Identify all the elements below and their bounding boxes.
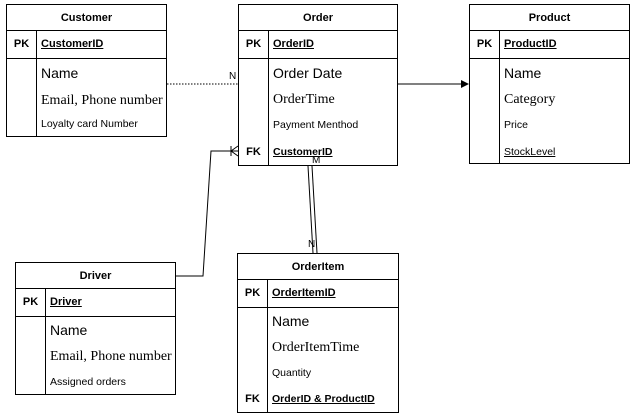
order-orderitem-cardinality-m: M: [312, 155, 321, 166]
orderitem-key-divider: [267, 280, 268, 412]
driver-attr-assigned: Assigned orders: [50, 376, 126, 388]
orderitem-attr-time: OrderItemTime: [272, 340, 360, 355]
driver-attr-name: Name: [50, 322, 88, 338]
orderitem-entity[interactable]: OrderItem PK OrderItemID Name OrderItemT…: [237, 253, 399, 413]
customer-attr-loyalty: Loyalty card Number: [41, 118, 138, 130]
product-entity[interactable]: Product PK ProductID Name Category Price…: [469, 4, 630, 164]
product-pk-label: PK: [476, 38, 493, 50]
customer-key-divider: [36, 31, 37, 136]
customer-attr-name: Name: [41, 65, 79, 81]
customer-entity[interactable]: Customer PK CustomerID Name Email, Phone…: [6, 4, 167, 137]
driver-title: Driver: [16, 263, 175, 289]
orderitem-pk-field: OrderItemID: [272, 287, 336, 299]
product-attr-name: Name: [504, 65, 542, 81]
order-fk-field: CustomerID: [273, 146, 333, 158]
driver-order-relation-line: [176, 150, 238, 277]
customer-pk-field: CustomerID: [41, 38, 104, 50]
customer-title: Customer: [7, 5, 166, 31]
product-title: Product: [470, 5, 629, 31]
order-pk-row: PK OrderID: [239, 31, 397, 59]
driver-pk-label: PK: [22, 296, 39, 308]
order-orderitem-relation-line-a: [307, 165, 314, 254]
order-title: Order: [239, 5, 397, 31]
customer-pk-row: PK CustomerID: [7, 31, 166, 59]
customer-attr-contact: Email, Phone number: [41, 93, 163, 108]
order-attr-time: OrderTime: [273, 92, 335, 107]
order-pk-label: PK: [245, 38, 262, 50]
customer-pk-label: PK: [13, 38, 30, 50]
order-orderitem-relation-line-b: [311, 165, 318, 254]
driver-pk-row: PK Driver: [16, 289, 175, 317]
customer-order-cardinality-n: N: [229, 71, 237, 82]
order-attr-payment: Payment Menthod: [273, 119, 359, 131]
order-product-arrowhead: [461, 80, 469, 88]
product-attr-category: Category: [504, 92, 556, 107]
orderitem-pk-row: PK OrderItemID: [238, 280, 398, 308]
driver-order-crowfoot-top: [230, 145, 239, 152]
product-key-divider: [499, 31, 500, 163]
driver-order-crowfoot-bottom: [230, 150, 239, 157]
orderitem-attr-name: Name: [272, 313, 310, 329]
orderitem-fk-field: OrderID & ProductID: [272, 393, 375, 405]
orderitem-fk-label: FK: [245, 393, 260, 405]
product-pk-row: PK ProductID: [470, 31, 629, 59]
driver-attr-contact: Email, Phone number: [50, 349, 172, 364]
order-orderitem-cardinality-n: N: [308, 239, 316, 250]
order-entity[interactable]: Order PK OrderID Order Date OrderTime Pa…: [238, 4, 398, 166]
product-attr-stocklevel: StockLevel: [504, 146, 556, 158]
driver-pk-field: Driver: [50, 296, 82, 308]
driver-key-divider: [45, 289, 46, 394]
order-key-divider: [268, 31, 269, 165]
product-attr-price: Price: [504, 119, 528, 131]
orderitem-pk-label: PK: [244, 287, 261, 299]
driver-entity[interactable]: Driver PK Driver Name Email, Phone numbe…: [15, 262, 176, 395]
order-pk-field: OrderID: [273, 38, 314, 50]
order-attr-date: Order Date: [273, 65, 343, 81]
product-pk-field: ProductID: [504, 38, 557, 50]
orderitem-title: OrderItem: [238, 254, 398, 280]
order-fk-label: FK: [246, 146, 261, 158]
orderitem-attr-quantity: Quantity: [272, 367, 312, 379]
